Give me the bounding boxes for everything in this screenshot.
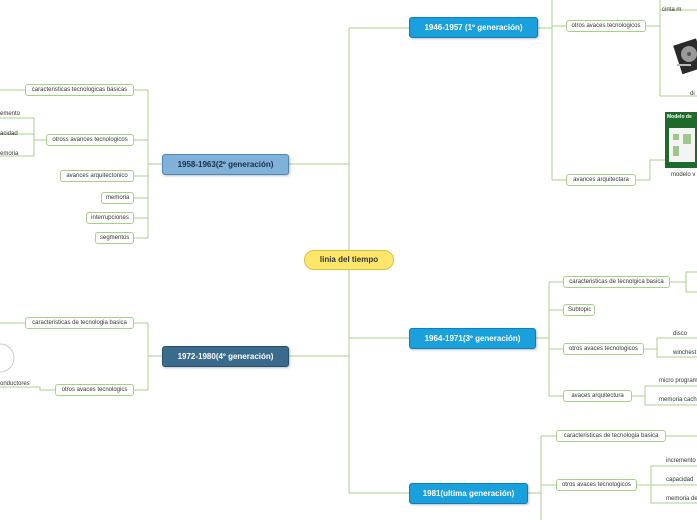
generation-4-node[interactable]: 1972-1980(4º generación) [162,346,289,367]
g3-micro-leaf[interactable]: micro program [659,378,697,384]
hard-disk-image [673,36,697,78]
g3-disco-leaf[interactable]: disco [673,331,688,337]
g2-memoria-leaf[interactable]: emoria [0,151,19,157]
g2-caracteristicas-node[interactable]: caracteristicas tecnologicas basicas [25,84,134,96]
g1-modelo-leaf[interactable]: modelo v [671,172,696,178]
g2-incremento-leaf[interactable]: emento [0,111,21,117]
model-image-title: Modelo de [667,114,692,120]
g2-segmentos-node[interactable]: segmentos [95,232,134,244]
g4-semiconductores-leaf[interactable]: onductores [0,381,30,387]
g2-arquitectonico-node[interactable]: avances arquitectonico [60,170,134,182]
g2-capacidad-leaf[interactable]: acidad [0,131,18,137]
generation-2-node[interactable]: 1958-1963(2º generación) [162,154,289,175]
g4-caracteristicas-node[interactable]: caracteristicas de tecnologia basica [25,317,134,329]
g1-cinta-leaf[interactable]: cinta m [662,7,682,13]
g3-caracteristicas-node[interactable]: caracteristicas de tecnolgica basica [563,276,670,288]
generation-3-node[interactable]: 1964-1971(3º generación) [409,328,536,349]
g5-memoria-leaf[interactable]: memoria de [666,496,697,502]
g1-arquitectura-node[interactable]: avances arquitectara [566,174,636,186]
g3-subtopic-node[interactable]: Subtopic [563,304,595,316]
g5-caracteristicas-node[interactable]: caracteristicas de tecnologia basica [556,430,666,442]
g4-otros-avaces-node[interactable]: otros avaces tecnologics [55,384,134,396]
g5-otros-avaces-node[interactable]: otros avaces tecnologicos [556,479,637,491]
g3-otros-avaces-node[interactable]: otros avaces tecnologicos [563,343,644,355]
g2-interrupciones-node[interactable]: interrupciones [86,212,134,224]
generation-5-node[interactable]: 1981(ultima generación) [409,483,528,504]
g2-memoria-node[interactable]: memoria [101,192,134,204]
g3-winchest-leaf[interactable]: winchest [673,350,697,356]
g5-capacidad-leaf[interactable]: capacidad [666,477,694,483]
von-neumann-model-image: Modelo de [665,112,697,168]
g1-otros-avaces-node[interactable]: otros avaces tecnologicos [566,20,646,32]
g3-arquitectura-node[interactable]: avaces arquitectura [563,390,632,402]
g3-cache-leaf[interactable]: memoria cach [659,397,697,403]
circle-fragment [0,343,15,373]
generation-1-node[interactable]: 1946-1957 (1º generación) [409,17,538,38]
g5-incremento-leaf[interactable]: incremento [666,458,696,464]
g2-otros-avances-node[interactable]: otross avances tecnologicos [46,134,134,146]
g1-di-leaf[interactable]: di [690,91,695,97]
root-node[interactable]: linia del tiempo [304,250,394,270]
